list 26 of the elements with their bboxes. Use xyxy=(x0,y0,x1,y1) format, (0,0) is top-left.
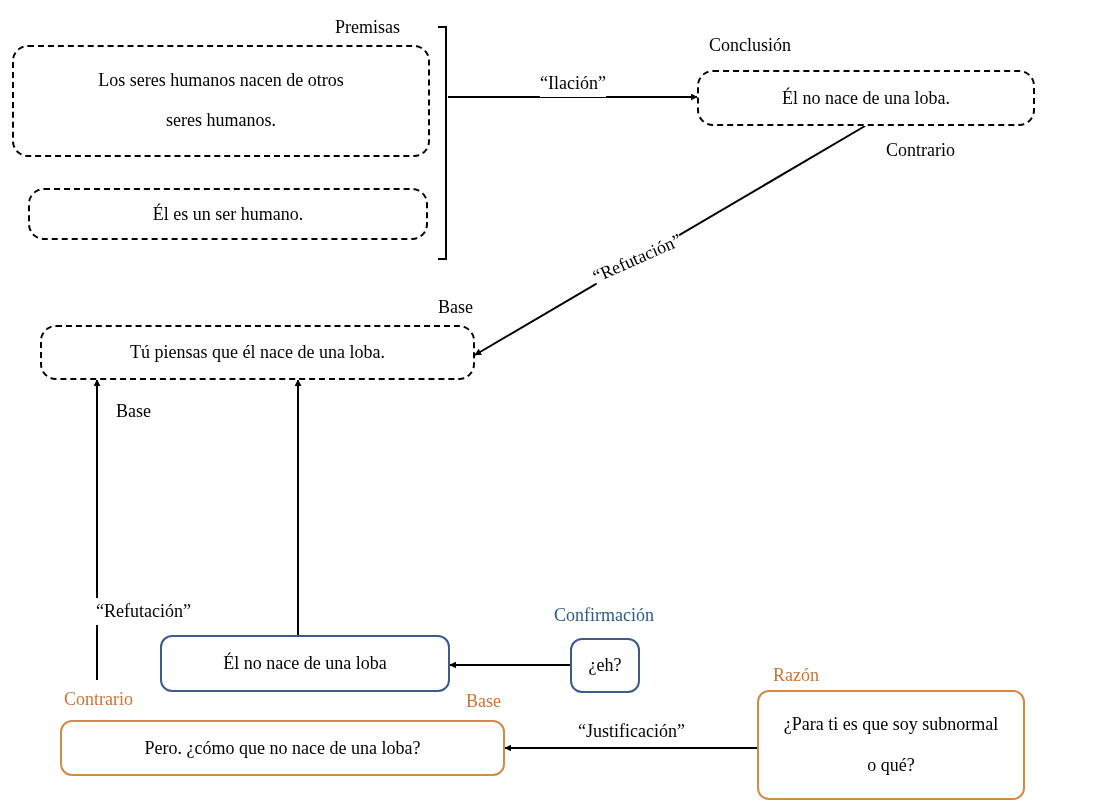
side-label: Contrario xyxy=(886,139,955,162)
statement-text: ¿eh? xyxy=(588,654,622,677)
statement-text: ¿Para ti es que soy subnormal o qué? xyxy=(782,712,1000,777)
premise-text: Los seres humanos nacen de otros seres humanos. xyxy=(97,69,345,132)
group-heading: Premisas xyxy=(335,16,400,39)
statement-box xyxy=(28,188,428,240)
statement-text: Él no nace de una loba xyxy=(223,651,387,675)
arrow-label: Base xyxy=(116,400,151,423)
box-heading: Confirmación xyxy=(554,604,654,627)
arrow xyxy=(447,93,698,101)
statement-box xyxy=(12,45,430,157)
box-heading: Conclusión xyxy=(709,34,791,57)
edge-label: “Refutación” xyxy=(96,598,191,625)
box-heading: Razón xyxy=(773,664,819,687)
statement-text: Pero. ¿cómo que no nace de una loba? xyxy=(144,736,421,760)
statement-text: Tú piensas que él nace de una loba. xyxy=(130,341,385,364)
box-heading: Contrario xyxy=(64,688,133,711)
box-heading: Base xyxy=(438,296,473,319)
premise-text: Él es un ser humano. xyxy=(152,202,304,226)
arrow xyxy=(93,379,101,681)
conclusion-text: Él no nace de una loba. xyxy=(782,86,950,110)
arrow xyxy=(504,744,758,752)
box-heading: Base xyxy=(466,690,501,713)
arrow xyxy=(294,379,302,636)
arrow xyxy=(449,661,571,669)
statement-box xyxy=(160,635,450,692)
